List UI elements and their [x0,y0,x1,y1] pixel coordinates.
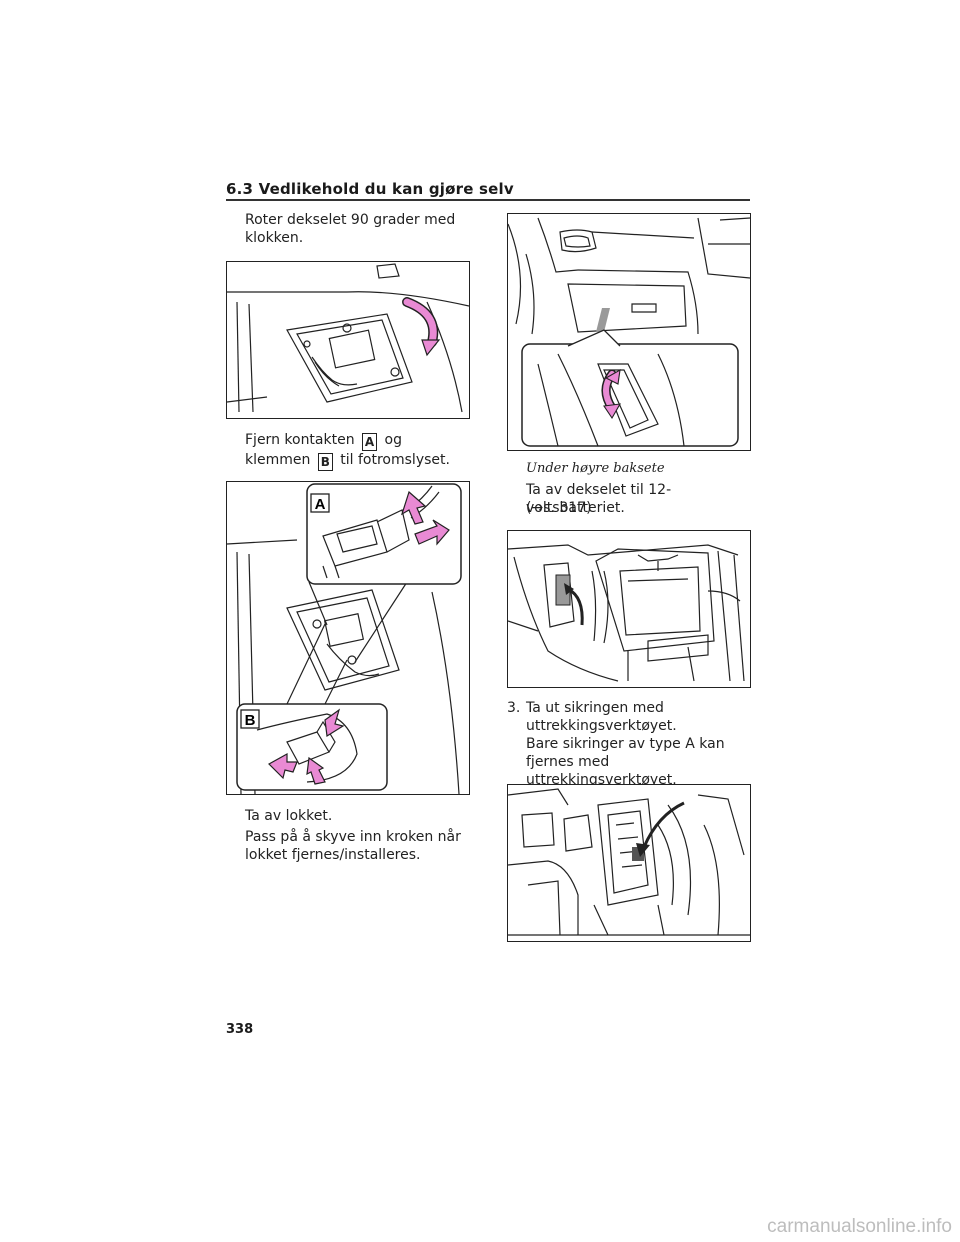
label-a-badge: A [362,433,378,451]
fuse-note-text: Bare sikringer av type A kan fjernes med… [526,736,725,788]
figure-label-a: A [315,496,326,513]
remove-suffix: til fotromslyset. [340,452,450,468]
page-reference: (→s. 317) [526,500,592,516]
step-rotate-text: Roter dekselet 90 grader med klokken. [245,212,456,246]
figure-glovebox-area [507,213,751,451]
figure-connector-clamp: A B [226,481,470,795]
glovebox-illustration [508,217,750,447]
remove-middle: og klemmen [245,432,402,468]
connector-clamp-illustration: A B [227,483,462,794]
rotate-cover-illustration [227,263,469,413]
hook-note-text: Pass på å skyve inn kroken når lokket fj… [245,829,461,863]
fuse-puller-illustration [508,788,750,936]
figure-caption: Under høyre baksete [526,461,665,476]
watermark: carmanualsonline.info [767,1216,952,1237]
battery-cover-text: Ta av dekselet til 12-voltsbatteriet. [526,482,672,516]
step3-number: 3. [507,700,521,716]
figure-battery-cover [507,530,751,688]
figure-rotate-cover [226,261,470,419]
remove-connector-text: Fjern kontakten A og klemmen B til fotro… [245,431,470,471]
header-rule [226,199,750,201]
step3-text: Ta ut sikringen med uttrekkingsverktøyet… [526,700,677,734]
page-number: 338 [226,1022,254,1037]
section-title: 6.3 Vedlikehold du kan gjøre selv [226,180,514,198]
figure-label-b: B [245,712,256,729]
figure-fuse-puller [507,784,751,942]
battery-cover-illustration [508,544,745,682]
remove-prefix: Fjern kontakten [245,432,355,448]
take-lid-text: Ta av lokket. [245,808,333,824]
label-b-badge: B [317,453,333,471]
